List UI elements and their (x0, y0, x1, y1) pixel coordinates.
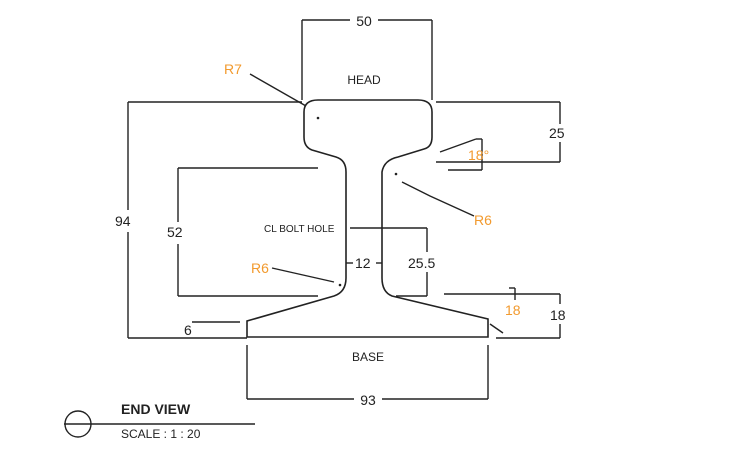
head-fillet-leader (401, 181, 475, 217)
view-title: END VIEW (121, 401, 191, 417)
head-angle-label: 18° (468, 147, 489, 163)
head-width-dimension (301, 19, 433, 100)
head-width-value: 50 (356, 13, 372, 29)
head-corner-radius-label: R7 (224, 61, 242, 77)
head-corner-leader (249, 73, 307, 107)
base-fillet-leader (271, 267, 335, 283)
bolt-hole-height-dimension (350, 227, 428, 297)
head-depth-dimension (436, 101, 561, 163)
base-label: BASE (352, 350, 384, 364)
view-scale: SCALE : 1 : 20 (121, 427, 201, 441)
head-depth-value: 25 (549, 125, 565, 141)
web-height-dimension (177, 167, 318, 297)
base-edge-value: 6 (184, 322, 192, 338)
base-fillet-radius-label: R6 (251, 260, 269, 276)
head-center-point (316, 116, 320, 120)
overall-height-dimension (127, 101, 302, 339)
overall-height-value: 94 (115, 213, 131, 229)
head-fillet-point (394, 172, 398, 176)
rail-profile (246, 99, 489, 338)
head-label: HEAD (347, 73, 381, 87)
web-thickness-value: 12 (355, 255, 371, 271)
base-width-value: 93 (360, 392, 376, 408)
base-width-dimension (246, 345, 489, 400)
bolt-hole-label: CL BOLT HOLE (264, 224, 335, 235)
web-height-value: 52 (167, 224, 183, 240)
base-angle-label: 18 (505, 302, 521, 318)
head-fillet-radius-label: R6 (474, 212, 492, 228)
base-fillet-point (338, 283, 342, 287)
base-depth-value: 18 (550, 307, 566, 323)
head-angle-marker (439, 138, 483, 171)
base-depth-dimension (490, 293, 561, 339)
bolt-hole-height-value: 25.5 (408, 255, 435, 271)
